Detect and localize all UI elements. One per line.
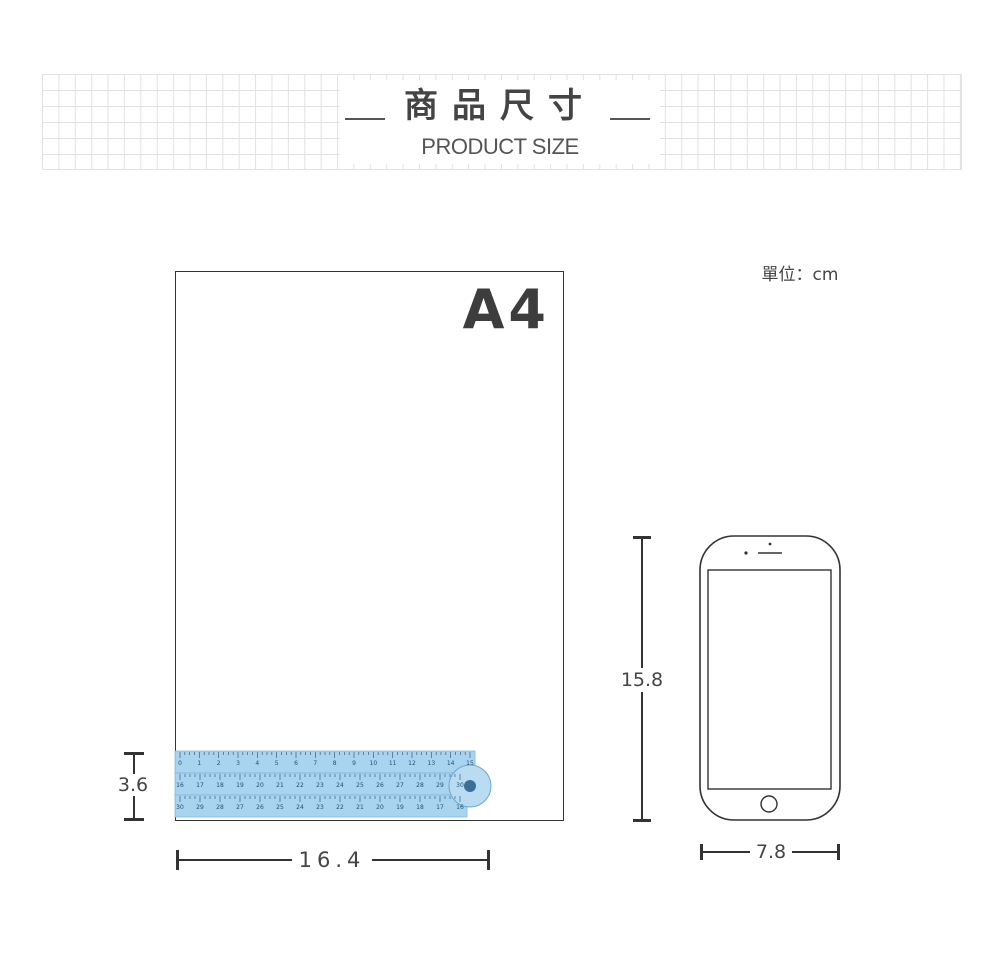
ruler-middle-scale-tick-label: 17 [196,782,204,789]
phone-width-value: 7.8 [750,840,792,864]
ruler-middle-scale-tick-label: 24 [336,782,344,789]
ruler-middle-scale-tick-label: 20 [256,782,264,789]
ruler-top-scale-tick-label: 6 [294,760,298,767]
phone-screen-outline [707,569,832,790]
ruler-top-scale-tick-label: 4 [255,760,259,767]
ruler-bottom-scale-tick-label: 28 [216,804,224,811]
ruler-middle-scale-tick-label: 25 [356,782,364,789]
page-title: 商品尺寸 [404,86,596,126]
ruler-top-scale-tick-label: 15 [466,760,474,767]
title-underline-right [610,118,650,120]
ruler-top-scale-tick-label: 3 [236,760,240,767]
ruler-middle-scale-tick-label: 22 [296,782,304,789]
ruler-top-scale-tick-label: 14 [447,760,455,767]
ruler-bottom-scale-tick-label: 20 [376,804,384,811]
ruler-top-scale-tick-label: 13 [428,760,436,767]
ruler-bottom-scale-tick-label: 23 [316,804,324,811]
title-band [340,80,660,164]
ruler-height-cap-bottom [124,818,144,821]
phone-height-value: 15.8 [618,668,666,692]
ruler-middle-scale-tick-label: 29 [436,782,444,789]
ruler-bottom-scale-tick-label: 19 [396,804,404,811]
ruler-top-scale-tick-label: 5 [275,760,279,767]
a4-label: A4 [462,278,550,341]
phone-width-cap-right [837,844,840,860]
ruler-middle-scale-tick-label: 19 [236,782,244,789]
ruler-middle-scale-tick-label: 27 [396,782,404,789]
ruler-bottom-scale-tick-label: 27 [236,804,244,811]
ruler-middle-scale-tick-label: 30 [456,782,464,789]
ruler-width-cap-right [487,850,490,870]
ruler-bottom-scale-tick-label: 18 [416,804,424,811]
ruler-joint-pin-icon [464,780,476,792]
ruler-middle-scale-tick-label: 28 [416,782,424,789]
ruler-bottom-scale-tick-label: 17 [436,804,444,811]
ruler-height-value: 3.6 [110,774,156,796]
phone-camera-icon [744,551,748,555]
ruler-bottom-scale-tick-label: 26 [256,804,264,811]
ruler-bottom-scale-tick-label: 16 [456,804,464,811]
ruler-top-scale-tick-label: 11 [389,760,397,767]
ruler-bottom-scale-tick-label: 25 [276,804,284,811]
ruler-bottom-scale-tick-label: 21 [356,804,364,811]
ruler-bottom-scale-tick-label: 29 [196,804,204,811]
ruler-top-scale-tick-label: 1 [197,760,201,767]
ruler-top-scale-tick-label: 0 [178,760,182,767]
ruler-bottom-scale-tick-label: 22 [336,804,344,811]
ruler-middle-scale-tick-label: 21 [276,782,284,789]
unit-label: 單位：cm [761,265,839,285]
phone-height-cap-bottom [633,819,651,822]
ruler-middle-scale-tick-label: 23 [316,782,324,789]
ruler-middle-scale-tick-label: 16 [176,782,184,789]
ruler-middle-scale-tick-label: 26 [376,782,384,789]
a4-paper-outline [175,271,564,821]
ruler-bottom-scale-tick-label: 30 [176,804,184,811]
phone-sensor-icon [768,542,772,546]
ruler-middle-scale-tick-label: 18 [216,782,224,789]
ruler-top-scale-tick-label: 7 [313,760,317,767]
title-underline-left [345,118,385,120]
ruler-width-value: 16.4 [292,847,372,873]
ruler-bottom-scale-tick-label: 24 [296,804,304,811]
page-subtitle: PRODUCT SIZE [421,134,579,159]
ruler-top-scale-tick-label: 8 [333,760,337,767]
ruler-top-scale-tick-label: 2 [217,760,221,767]
phone-illustration [699,535,841,821]
ruler-top-scale-tick-label: 9 [352,760,356,767]
phone-home-button-icon [760,795,778,813]
ruler-top-scale-tick-label: 12 [408,760,416,767]
ruler-top-scale-tick-label: 10 [370,760,378,767]
